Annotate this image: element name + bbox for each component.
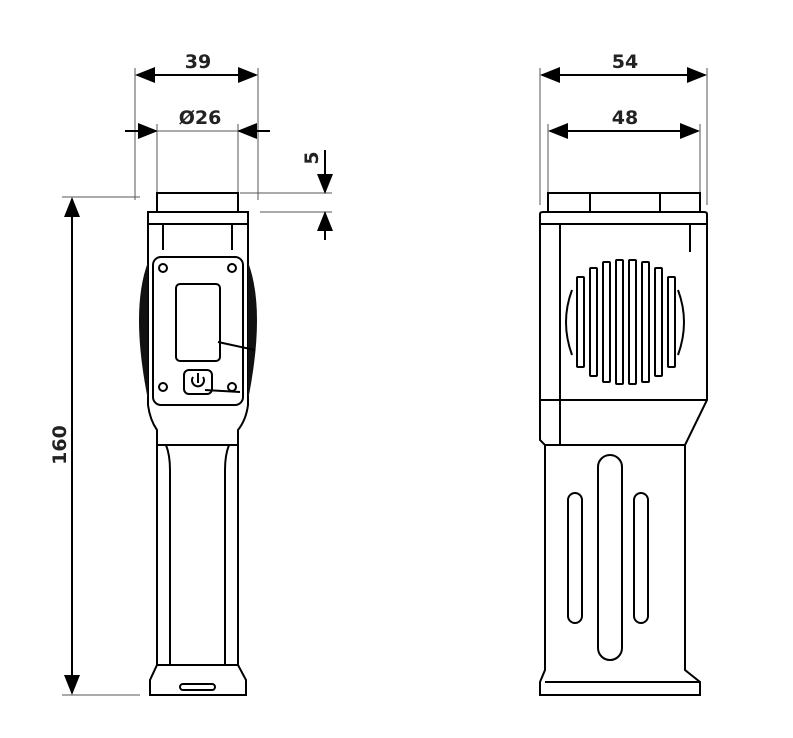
dimension-side-width: 54 — [539, 51, 708, 205]
base-foot — [149, 664, 247, 696]
screw-icon — [158, 263, 168, 273]
dimension-front-width: 39 — [134, 51, 259, 200]
dimension-label-160: 160 — [49, 425, 71, 465]
dimension-label-54: 54 — [612, 51, 638, 73]
power-button[interactable] — [183, 369, 213, 395]
front-view — [139, 192, 257, 696]
handle-slot-center — [597, 454, 623, 661]
dimension-total-height: 160 — [49, 196, 140, 696]
right-grip — [248, 262, 257, 400]
leader-arrow — [217, 341, 256, 351]
dimension-cap-height: 5 — [240, 150, 333, 240]
side-view — [539, 192, 708, 696]
left-grip — [139, 262, 148, 400]
dimension-label-5: 5 — [301, 151, 323, 164]
speaker-grille — [565, 259, 685, 385]
dimension-label-48: 48 — [612, 107, 638, 129]
handle-slot-right — [633, 492, 649, 624]
dimension-side-inner-width: 48 — [547, 107, 701, 195]
control-panel — [152, 256, 244, 406]
handle-slot-left — [567, 492, 583, 624]
dimension-label-diameter-26: Ø26 — [179, 107, 222, 129]
display-screen — [175, 283, 221, 362]
leader-arrow — [204, 389, 241, 393]
dimension-label-39: 39 — [185, 51, 211, 73]
screw-icon — [227, 382, 237, 392]
screw-icon — [227, 263, 237, 273]
dimension-front-diameter: Ø26 — [125, 107, 270, 195]
base-slot — [179, 683, 216, 691]
screw-icon — [158, 382, 168, 392]
